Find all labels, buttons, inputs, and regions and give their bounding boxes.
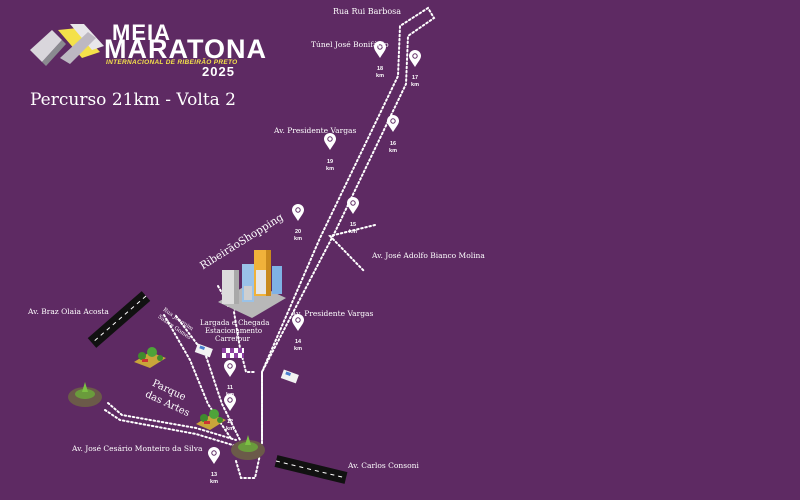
finish-flag-icon	[222, 348, 244, 358]
street-label-presidente-vargas-mid: Av. Presidente Vargas	[291, 309, 374, 318]
map-pin-dot	[227, 397, 233, 403]
street-label-adolfo-molina: Av. José Adolfo Bianco Molina	[372, 251, 485, 260]
start-finish-label: Largada e Chegada	[200, 319, 270, 327]
street-label-tunel: Túnel José Bonifácio	[311, 40, 389, 49]
street-label-cesario-monteiro: Av. José Cesário Monteiro da Silva	[72, 444, 203, 453]
ambulance-icon	[280, 369, 299, 384]
street-label-rui-barbosa: Rua Rui Barbosa	[333, 7, 402, 16]
street-label-presidente-vargas-top: Av. Presidente Vargas	[274, 126, 357, 135]
shopping-buildings	[218, 250, 286, 318]
map-pin-dot	[295, 317, 301, 323]
map-pin-dot	[327, 136, 333, 142]
map-pin-dot	[350, 200, 356, 206]
street-label-carlos-consoni: Av. Carlos Consoni	[348, 461, 419, 470]
park-block-2	[196, 409, 226, 430]
map-pin-dot	[390, 118, 396, 124]
street-label-braz-olaia: Av. Braz Olaia Acosta	[28, 307, 109, 316]
logo-emblem	[30, 24, 104, 66]
ambulance-icon	[194, 343, 213, 358]
logo-word-maratona: MARATONA	[104, 34, 267, 64]
map-pin-dot	[377, 44, 383, 50]
logo-word-meia: MEIA	[112, 20, 171, 45]
braz-olaia-road	[87, 291, 151, 348]
map-pin-dot	[227, 363, 233, 369]
route-path	[104, 6, 436, 479]
logo-subtitle: INTERNACIONAL DE RIBEIRÃO PRETO	[106, 59, 238, 66]
roundabout-left	[68, 382, 102, 407]
map-pin-dot	[211, 450, 217, 456]
park-block-1	[134, 347, 166, 368]
roundabout-bottom	[231, 435, 265, 460]
route-title: Percurso 21km - Volta 2	[30, 90, 237, 110]
km-pins	[208, 41, 421, 464]
map-pin-dot	[295, 207, 301, 213]
map-pin-dot	[412, 53, 418, 59]
logo-year: 2025	[202, 64, 235, 79]
start-carrefour-label: Carrefour	[215, 335, 251, 343]
carlos-consoni-road	[274, 455, 348, 484]
start-parking-label: Estacionamento	[205, 327, 263, 335]
